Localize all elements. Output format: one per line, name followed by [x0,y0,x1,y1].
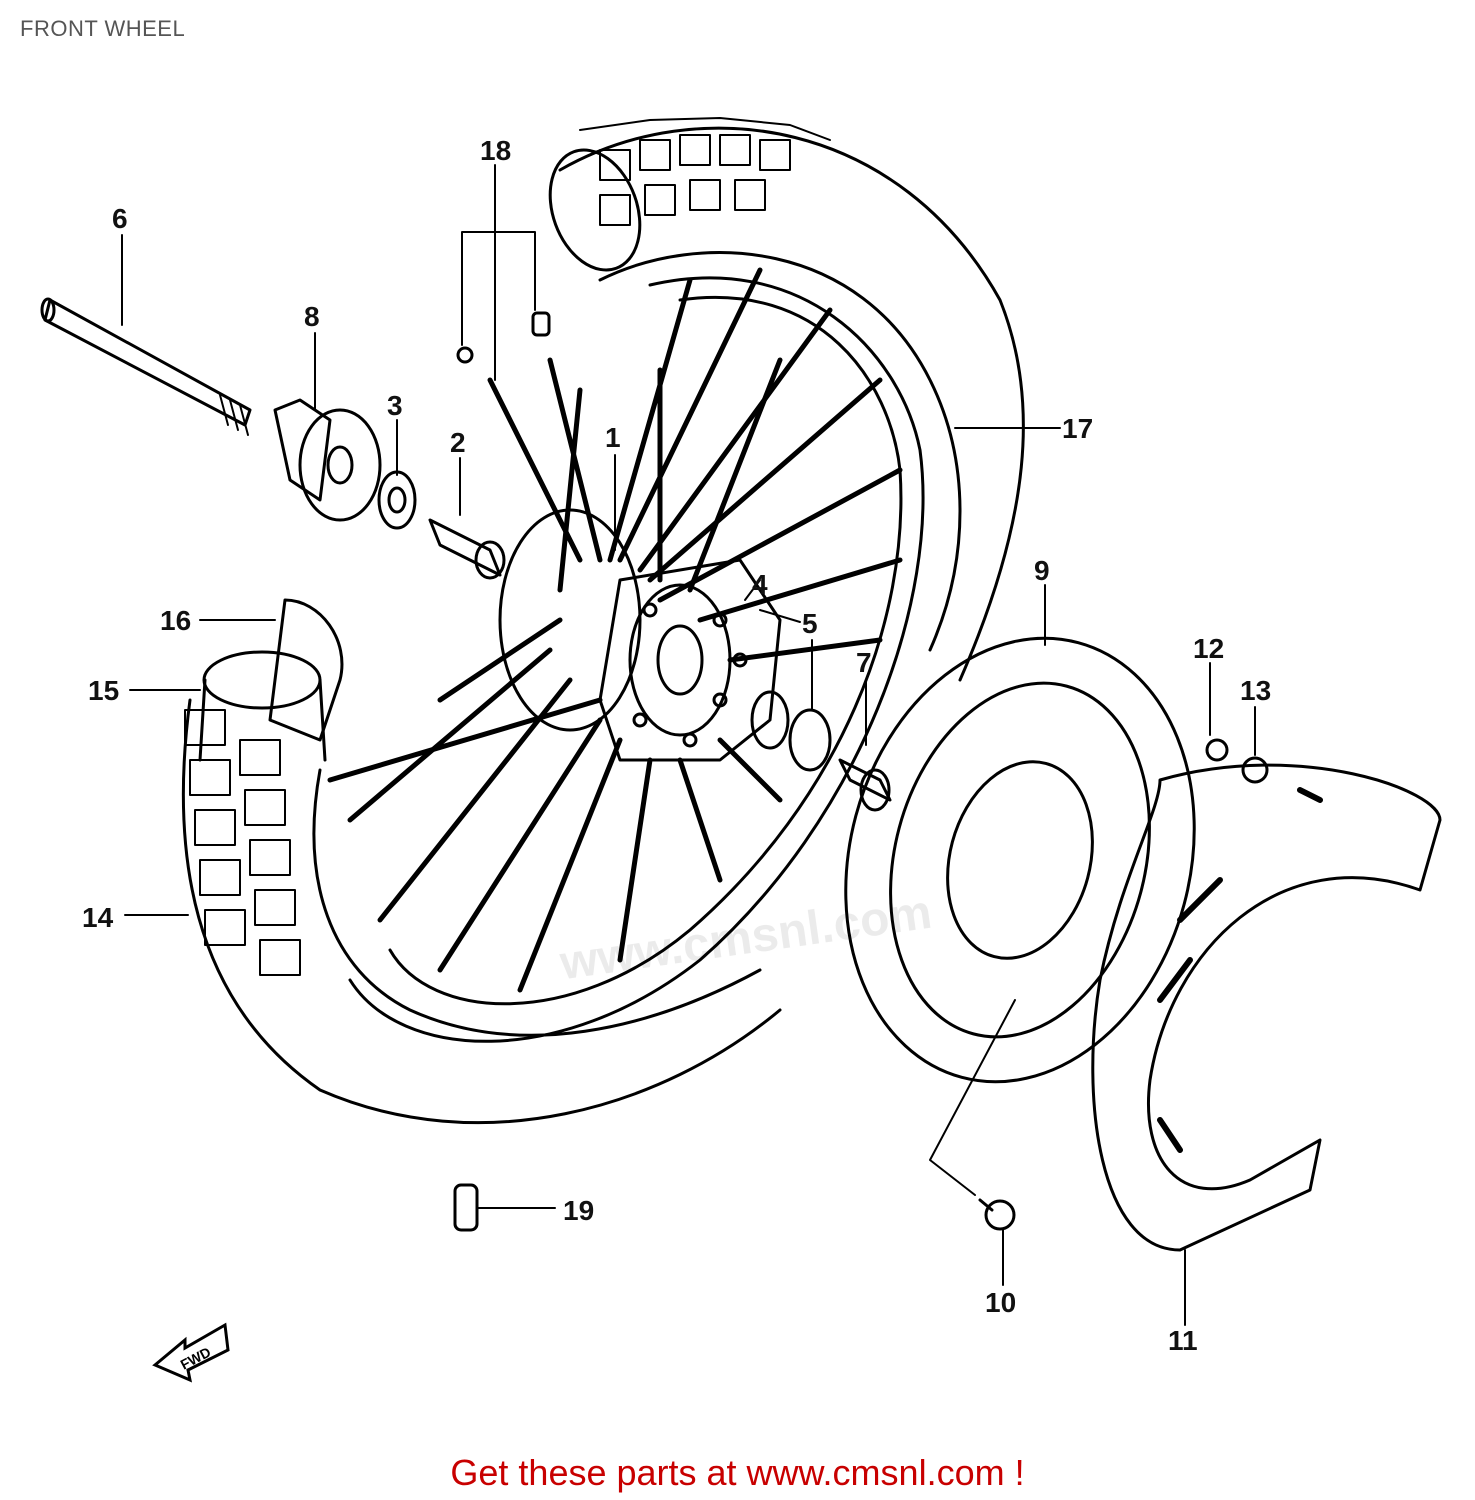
callout-5: 5 [802,608,818,639]
callout-15: 15 [88,675,119,706]
rim-tape [268,598,344,742]
callout-7: 7 [856,647,872,678]
disc-cover [1091,763,1442,1252]
watermark: www.cmsnl.com [556,886,935,991]
inner-tube [198,650,327,762]
callout-6: 6 [112,203,128,234]
callout-18: 18 [480,135,511,166]
fwd-arrow-icon: FWD [152,1322,230,1383]
callout-labels: 1 2 3 4 5 6 7 8 9 10 11 12 13 14 15 16 1… [82,135,1271,1356]
collar [838,758,892,812]
spokes [327,267,903,993]
diagram-title: FRONT WHEEL [20,16,186,41]
wheel-rim [348,276,925,1043]
spoke-nipples [456,311,551,364]
wheel-bearing-left [377,470,417,530]
spacer [428,518,506,580]
callout-14: 14 [82,902,114,933]
callout-9: 9 [1034,555,1050,586]
callout-13: 13 [1240,675,1271,706]
tire-upper-section [548,117,1025,682]
callout-16: 16 [160,605,191,636]
callout-10: 10 [985,1287,1016,1318]
callout-1: 1 [605,422,621,453]
callout-4: 4 [752,569,768,600]
cover-nut [1241,756,1269,784]
disc-bolt [978,1198,1016,1231]
cover-bolt [1205,738,1229,762]
callout-2: 2 [450,427,466,458]
footer-cta-link[interactable]: Get these parts at www.cmsnl.com ! [450,1452,1025,1493]
callout-17: 17 [1062,413,1093,444]
callout-3: 3 [387,390,403,421]
speedometer-gearbox [273,398,382,522]
front-axle [40,297,252,436]
callout-12: 12 [1193,633,1224,664]
callout-8: 8 [304,301,320,332]
tire-lower-section [181,698,782,1125]
valve-cap [453,1183,479,1232]
callout-11: 11 [1168,1325,1198,1356]
leader-lines [121,164,1256,1326]
wheel-bearing-right [750,690,832,772]
callout-19: 19 [563,1195,594,1226]
brake-disc [844,636,1196,1084]
